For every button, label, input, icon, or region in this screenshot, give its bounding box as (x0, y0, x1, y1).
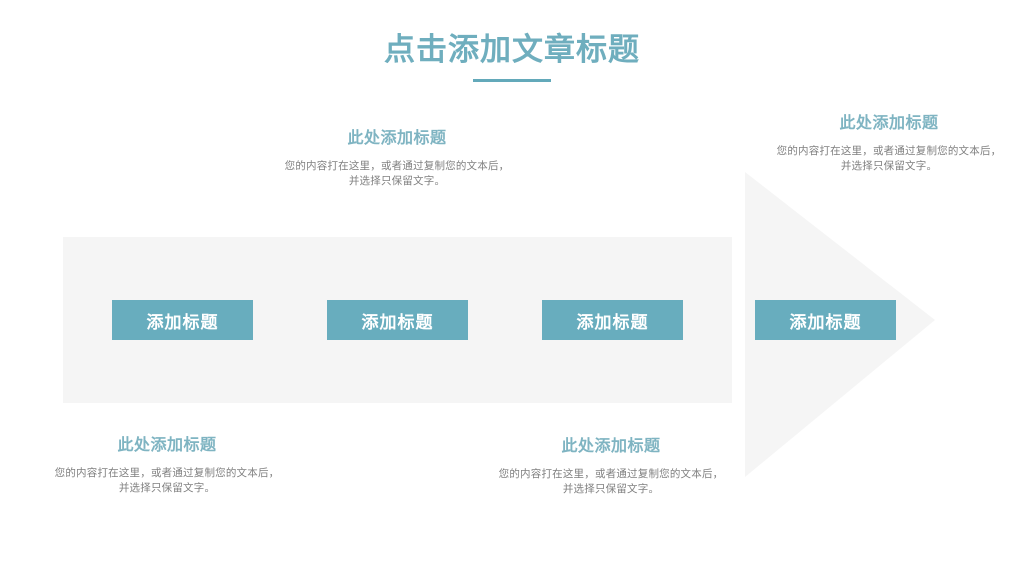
text-block-body: 您的内容打在这里，或者通过复制您的文本后，并选择只保留文字。 (284, 160, 510, 187)
step-button-2[interactable]: 添加标题 (327, 300, 468, 340)
text-block-top-center: 此处添加标题 您的内容打在这里，或者通过复制您的文本后，并选择只保留文字。 (282, 128, 512, 189)
text-block-body: 您的内容打在这里，或者通过复制您的文本后，并选择只保留文字。 (776, 145, 1002, 172)
text-block-heading: 此处添加标题 (561, 438, 661, 455)
text-block-body: 您的内容打在这里，或者通过复制您的文本后，并选择只保留文字。 (54, 467, 280, 494)
text-block-top-right: 此处添加标题 您的内容打在这里，或者通过复制您的文本后，并选择只保留文字。 (774, 113, 1004, 174)
title-underline-icon (473, 79, 551, 82)
text-block-heading: 此处添加标题 (347, 130, 447, 147)
page-title: 点击添加文章标题 (384, 32, 640, 67)
step-button-3[interactable]: 添加标题 (542, 300, 683, 340)
text-block-bottom-center: 此处添加标题 您的内容打在这里，或者通过复制您的文本后，并选择只保留文字。 (496, 436, 726, 497)
text-block-heading: 此处添加标题 (839, 115, 939, 132)
step-button-4[interactable]: 添加标题 (755, 300, 896, 340)
text-block-heading: 此处添加标题 (117, 437, 217, 454)
step-button-1[interactable]: 添加标题 (112, 300, 253, 340)
text-block-bottom-left: 此处添加标题 您的内容打在这里，或者通过复制您的文本后，并选择只保留文字。 (52, 435, 282, 496)
text-block-body: 您的内容打在这里，或者通过复制您的文本后，并选择只保留文字。 (498, 468, 724, 495)
